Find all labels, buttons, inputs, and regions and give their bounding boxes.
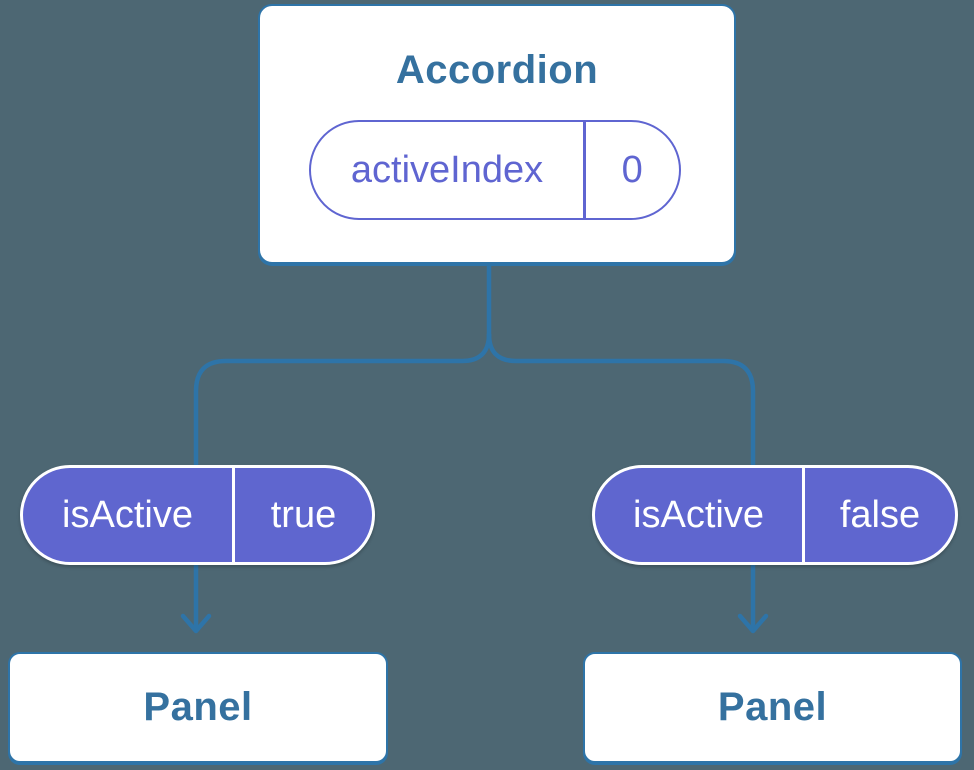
prop-value: false [839,493,921,536]
pill-divider [802,468,805,562]
panel-title: Panel [717,685,828,729]
panel-title: Panel [143,685,253,729]
connector-left-branch [193,333,492,629]
isactive-prop-pill-right: isActive false [592,465,958,565]
arrowhead-left-icon [180,613,212,634]
activeindex-state-pill: activeIndex 0 [309,120,681,220]
prop-label: isActive [62,493,193,536]
prop-label: isActive [633,493,764,536]
panel-box-right: Panel [583,652,962,763]
pill-divider [583,122,586,218]
prop-value: true [270,493,337,536]
accordion-title: Accordion [395,48,599,92]
state-value: 0 [621,148,643,191]
accordion-component-card: Accordion activeIndex 0 [258,4,736,264]
connector-right-branch [486,333,756,629]
isactive-prop-pill-left: isActive true [20,465,375,565]
state-label: activeIndex [350,148,544,191]
panel-box-left: Panel [8,652,388,763]
pill-divider [232,468,235,562]
arrowhead-right-icon [737,613,769,634]
